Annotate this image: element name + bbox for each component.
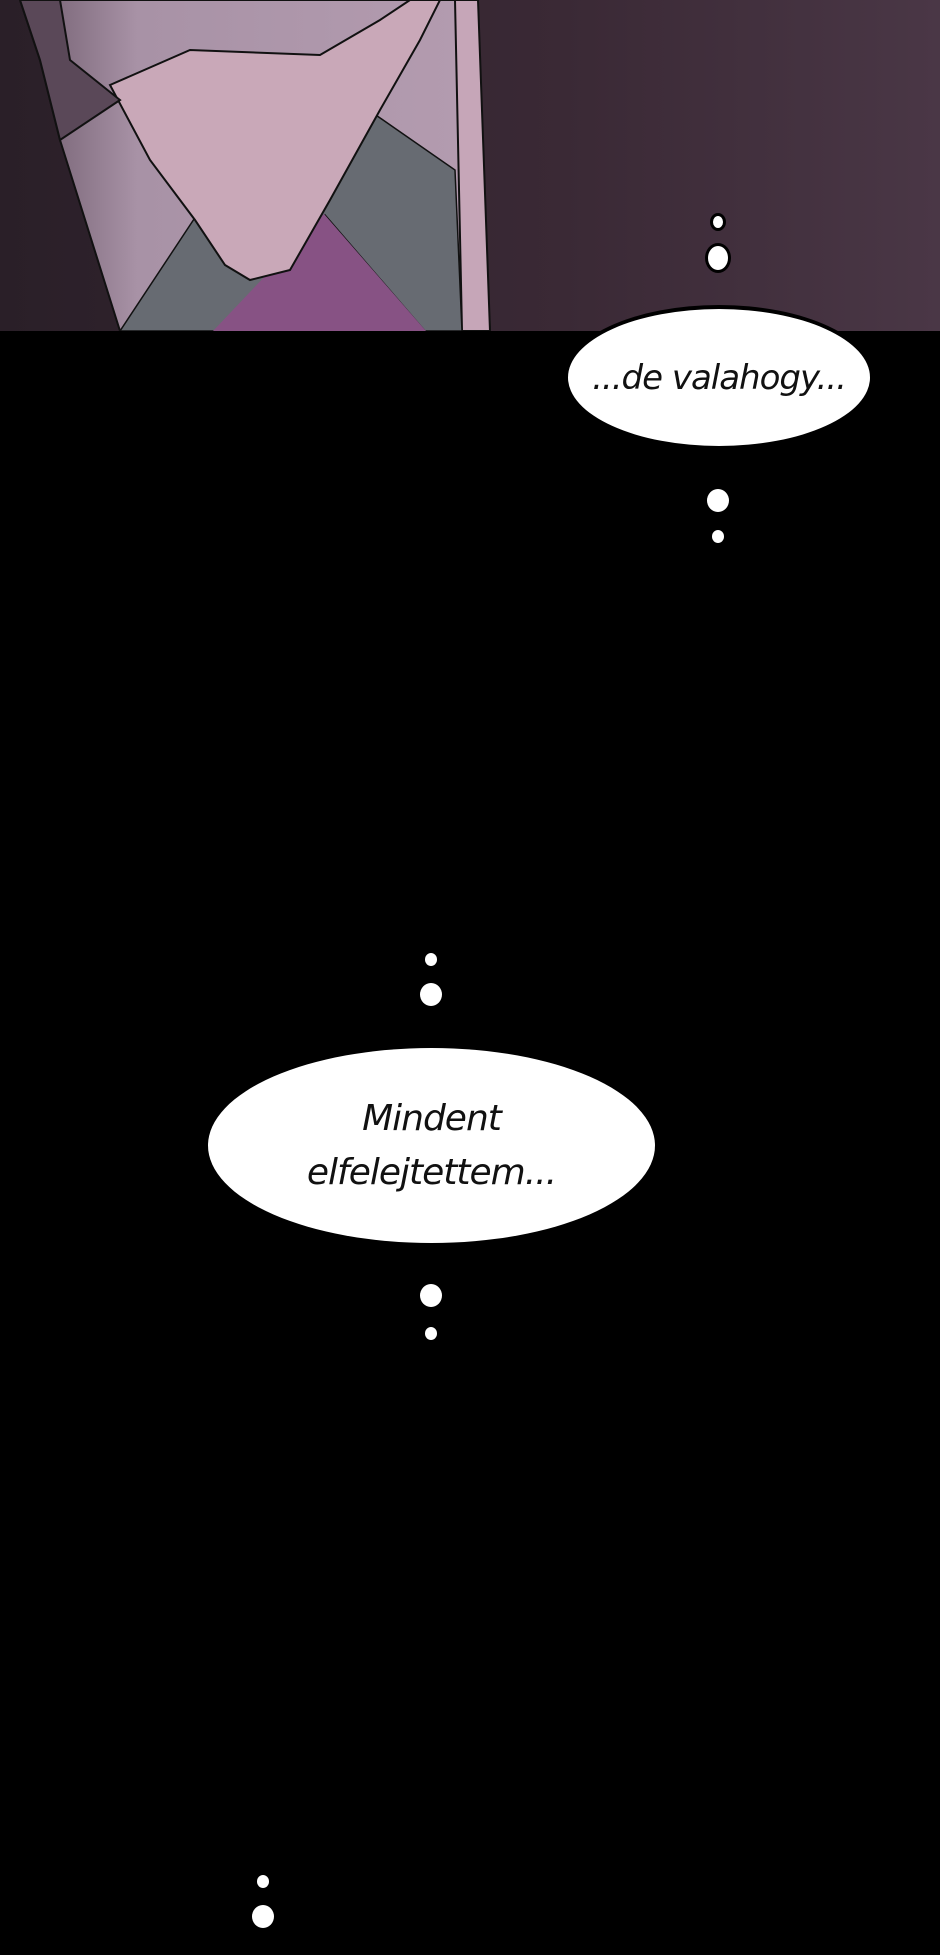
comic-panel-illustration — [0, 0, 940, 332]
thought-dot — [257, 1875, 269, 1888]
thought-bubble-1: ...de valahogy... — [564, 305, 874, 450]
thought-dot — [420, 983, 442, 1006]
thought-dot — [425, 953, 437, 966]
bubble-text-line: Mindent — [362, 1097, 502, 1139]
thought-dot — [420, 1284, 442, 1307]
thought-bubble-2: Mindent elfelejtettem... — [208, 1048, 655, 1243]
thought-dot — [710, 213, 726, 231]
thought-dot — [707, 489, 729, 512]
figure-arm-illustration — [0, 0, 940, 332]
thought-dot — [252, 1905, 274, 1928]
bubble-text: ...de valahogy... — [592, 357, 847, 398]
bubble-text-line: elfelejtettem... — [306, 1151, 557, 1193]
thought-dot — [712, 530, 724, 543]
thought-dot — [705, 243, 731, 273]
thought-dot — [425, 1327, 437, 1340]
